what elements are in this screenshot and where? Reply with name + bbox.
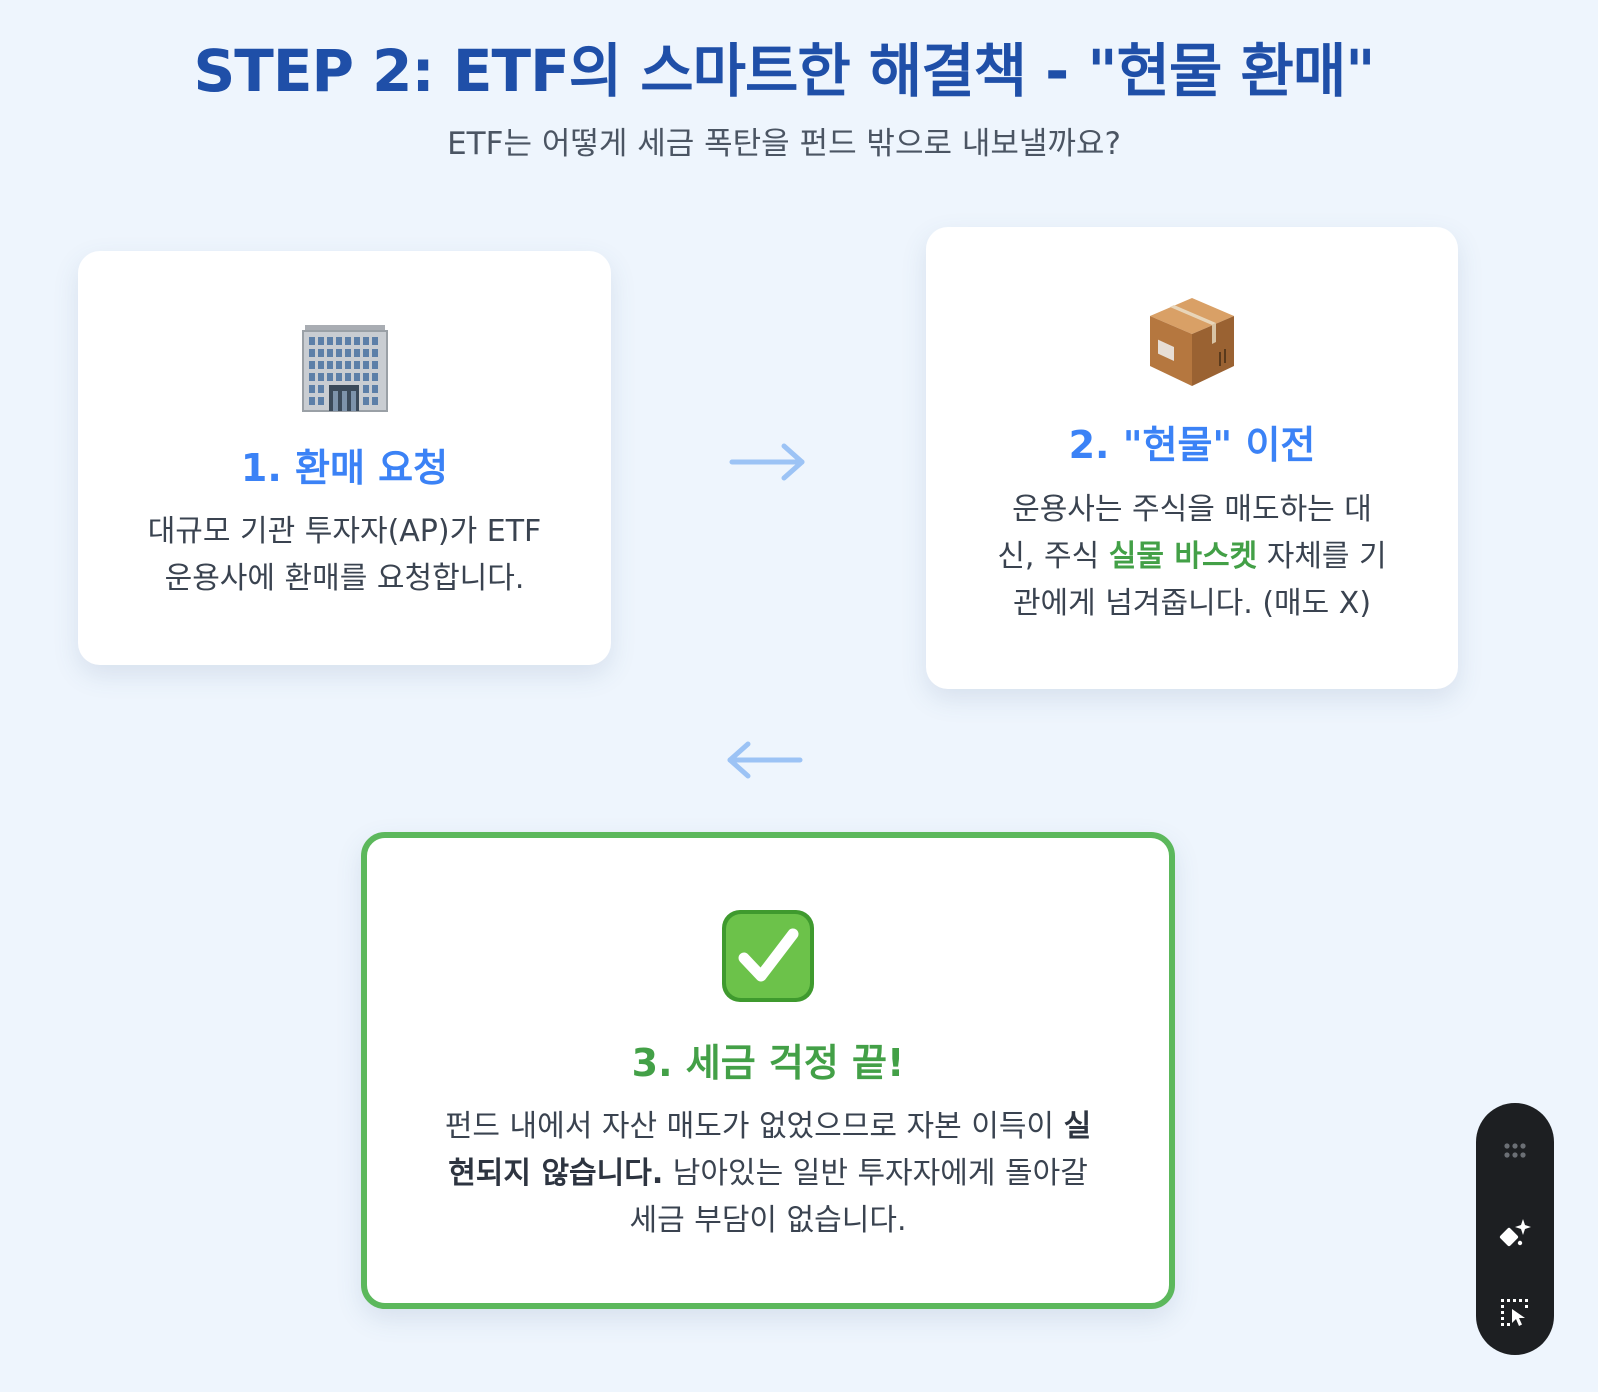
check-mark-button-icon — [722, 910, 814, 1002]
page-title: STEP 2: ETF의 스마트한 해결책 - "현물 환매" — [193, 37, 1376, 105]
floating-toolbar — [1476, 1103, 1554, 1355]
arrow-left-icon — [727, 741, 803, 779]
step-card-redemption-request: 1. 환매 요청 대규모 기관 투자자(AP)가 ETF 운용사에 환매를 요청… — [78, 251, 611, 665]
step-description: 운용사는 주식을 매도하는 대 신, 주식 실물 바스켓 자체를 기 관에게 넘… — [997, 492, 1387, 621]
page-subtitle: ETF는 어떻게 세금 폭탄을 펀드 밖으로 내보낼까요? — [447, 126, 1121, 162]
sparkle-edit-icon[interactable] — [1495, 1213, 1535, 1253]
step-description: 펀드 내에서 자산 매도가 없었으므로 자본 이득이 실 현되지 않습니다. 남… — [444, 1109, 1092, 1238]
step-card-no-tax-worry: 3. 세금 걱정 끝! 펀드 내에서 자산 매도가 없었으므로 자본 이득이 실… — [361, 832, 1175, 1309]
arrow-right-icon — [729, 443, 805, 481]
step-card-in-kind-transfer: 2. "현물" 이전 운용사는 주식을 매도하는 대 신, 주식 실물 바스켓 … — [926, 227, 1458, 689]
highlight-physical-basket: 실물 바스켓 — [1108, 539, 1258, 574]
step-title: 1. 환매 요청 — [240, 446, 449, 490]
select-cursor-icon[interactable] — [1495, 1293, 1535, 1333]
package-box-icon — [1150, 298, 1234, 386]
step-title: 3. 세금 걱정 끝! — [631, 1041, 905, 1085]
step-description: 대규모 기관 투자자(AP)가 ETF 운용사에 환매를 요청합니다. — [147, 514, 542, 596]
drag-handle-icon[interactable] — [1495, 1131, 1535, 1171]
step-title: 2. "현물" 이전 — [1068, 423, 1316, 467]
office-building-icon — [301, 325, 388, 412]
